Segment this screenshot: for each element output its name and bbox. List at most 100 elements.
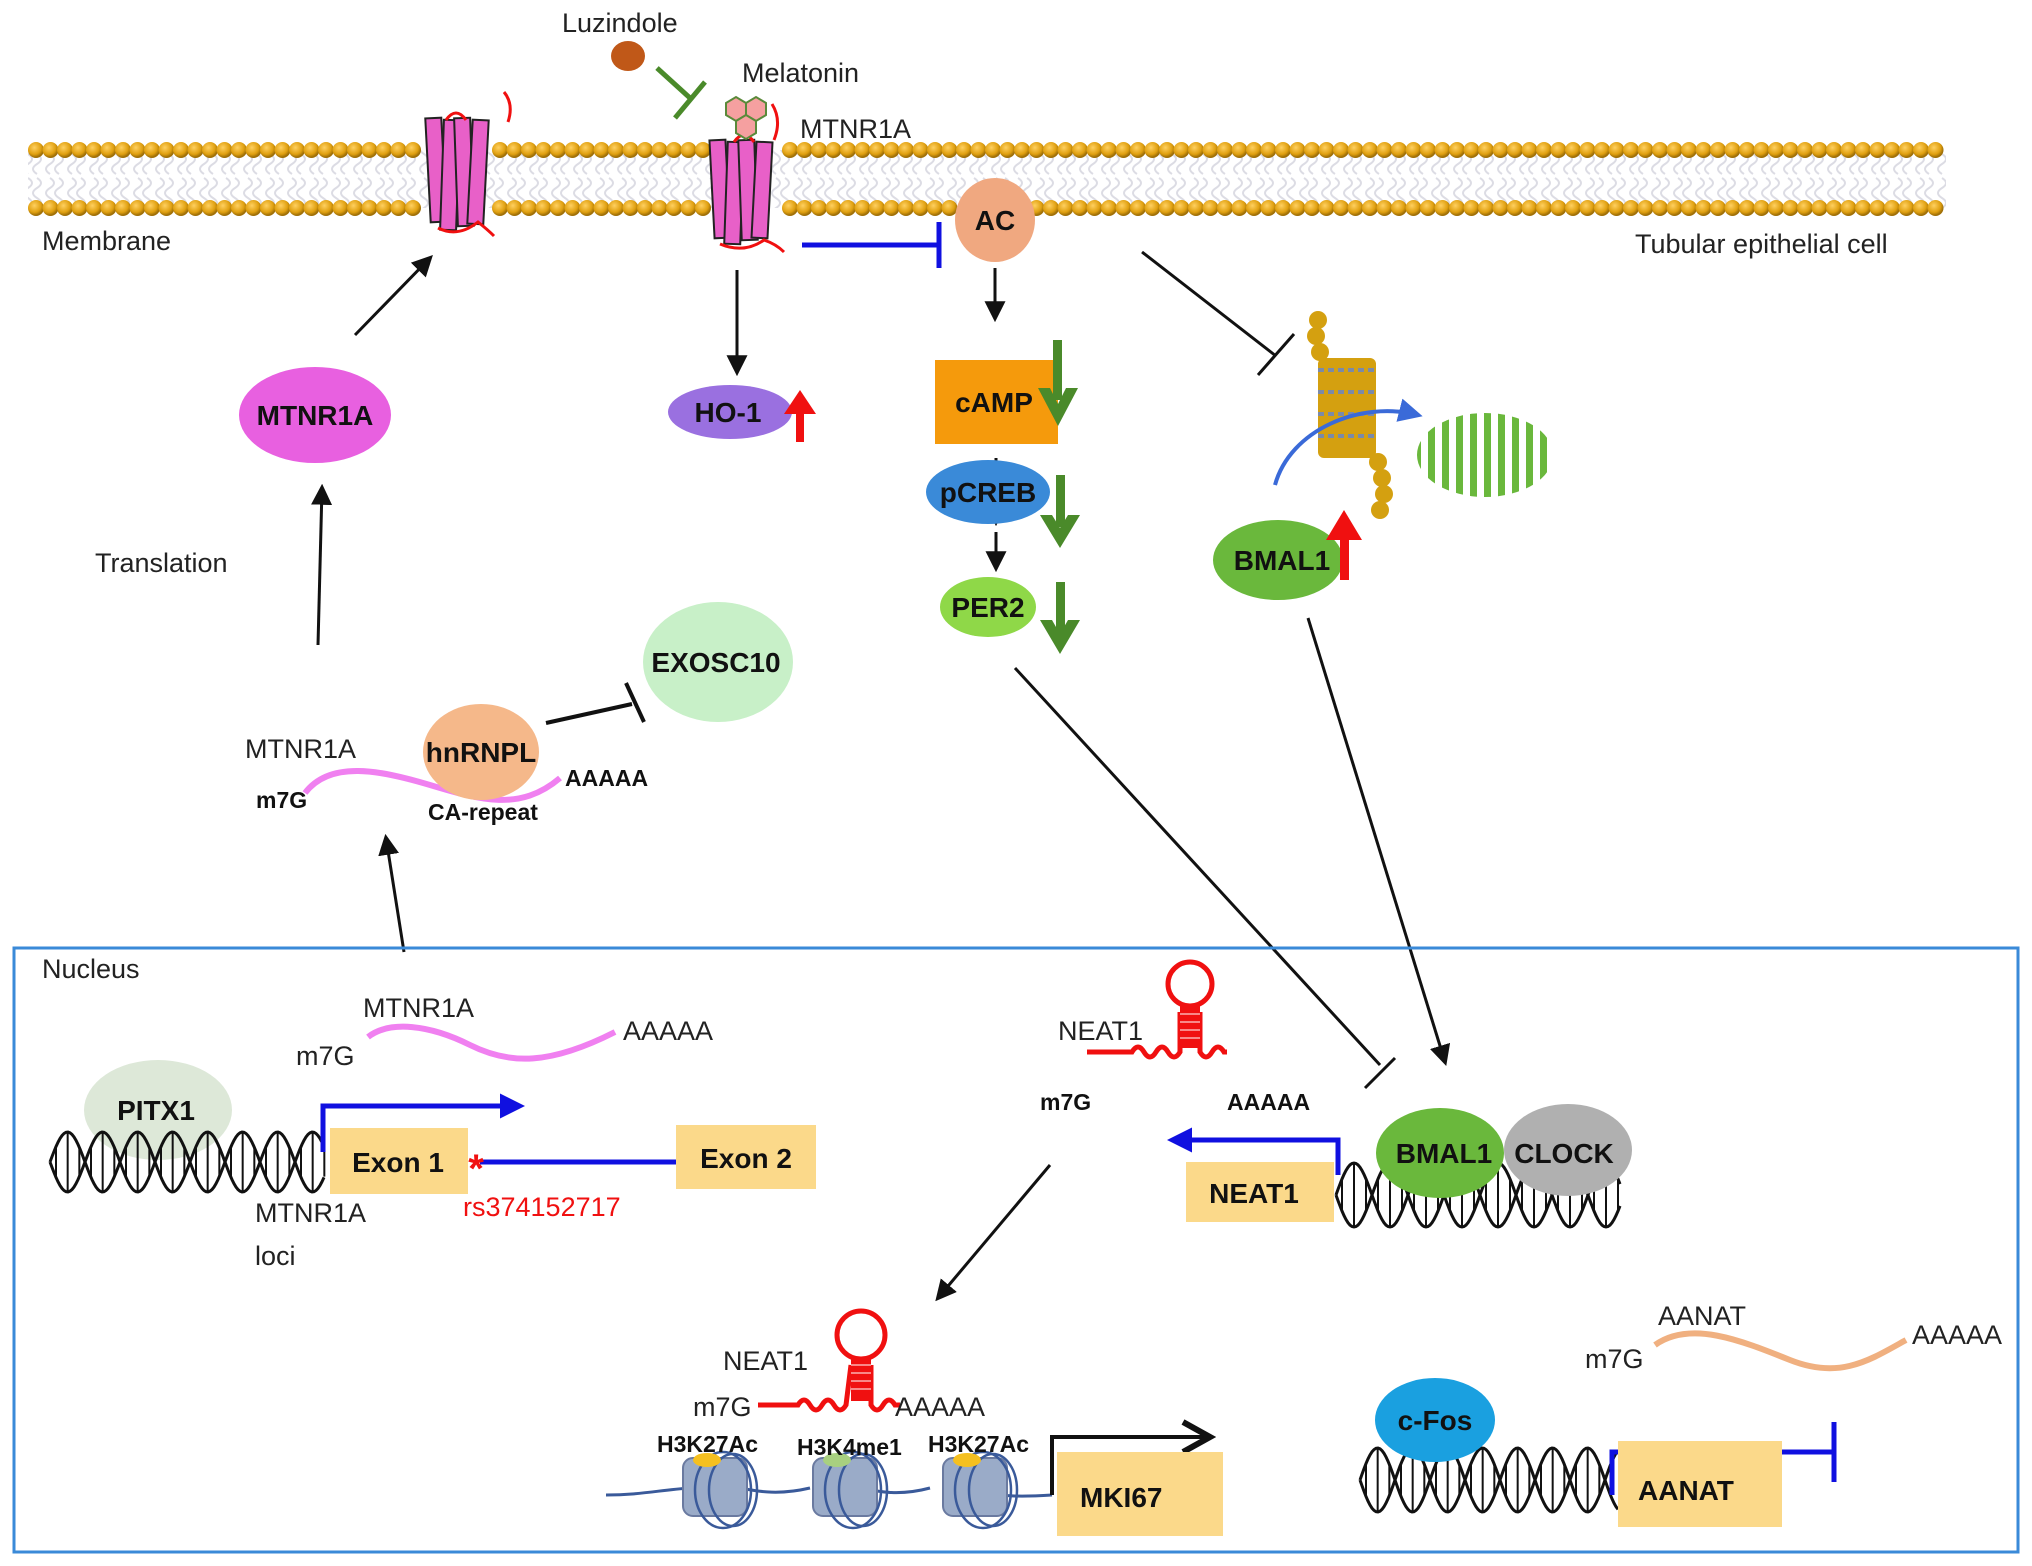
aanat-dna-helix-icon <box>1358 1446 1620 1514</box>
lipid-head <box>1695 142 1712 158</box>
neat1-rna-cap-2: m7G <box>693 1392 752 1422</box>
lipid-head <box>492 200 508 216</box>
lipid-head <box>1449 142 1465 158</box>
lipid-head <box>695 200 711 216</box>
lipid-head <box>1768 142 1784 158</box>
neat1-rna-label-1: NEAT1 <box>1058 1016 1143 1046</box>
lipid-head <box>593 142 610 158</box>
lipid-head <box>1217 142 1233 158</box>
cell-type-label: Tubular epithelial cell <box>1635 229 1888 259</box>
lipid-head <box>115 200 131 216</box>
lipid-head <box>1826 200 1842 216</box>
lipid-head <box>1492 200 1509 216</box>
lipid-head <box>1028 142 1045 158</box>
lipid-head <box>245 142 262 158</box>
lipid-head <box>1913 200 1929 216</box>
pcreb-label: pCREB <box>940 477 1036 508</box>
lipid-head <box>492 142 508 158</box>
lipid-head <box>1884 200 1900 216</box>
lipid-head <box>1666 200 1683 216</box>
lipid-head <box>1289 142 1306 158</box>
lipid-head <box>28 142 44 158</box>
nucleosome-chromatin-icon <box>1307 311 1393 519</box>
pitx1-node <box>84 1060 232 1160</box>
lipid-head <box>1405 200 1422 216</box>
lipid-head <box>579 200 595 216</box>
lipid-head <box>1579 142 1596 158</box>
lipid-head <box>390 200 407 216</box>
lipid-head <box>289 200 305 216</box>
lipid-head <box>1840 200 1857 216</box>
lipid-head <box>622 200 639 216</box>
lipid-head <box>535 142 552 158</box>
lipid-head <box>782 142 798 158</box>
lipid-head <box>695 142 711 158</box>
lipid-head <box>840 142 856 158</box>
lipid-head <box>1855 200 1871 216</box>
neat1-tss-arrow <box>1167 1127 1341 1175</box>
luzindole-inhibits-melatonin <box>655 66 707 120</box>
lipid-head <box>100 200 117 216</box>
lipid-head <box>550 142 566 158</box>
lipid-head <box>1275 200 1291 216</box>
lipid-head <box>303 142 320 158</box>
per2-node <box>940 577 1036 637</box>
aanat-mrna-cap: m7G <box>1585 1344 1644 1374</box>
camp-label: cAMP <box>955 387 1033 418</box>
neat1-rna-cap-1: m7G <box>1040 1089 1091 1115</box>
lipid-head <box>1782 142 1799 158</box>
lipid-head <box>1362 200 1378 216</box>
receptor-label: MTNR1A <box>800 114 911 144</box>
lipid-head <box>1565 200 1581 216</box>
lipid-head <box>144 142 160 158</box>
melatonin-molecule-icon <box>725 95 767 141</box>
lipid-head <box>1753 142 1770 158</box>
neat1-rna-tail-2: AAAAA <box>895 1392 985 1422</box>
lipid-head <box>1115 200 1132 216</box>
lipid-head <box>680 142 697 158</box>
lipid-head <box>1797 200 1813 216</box>
neat1-stemloop-rna-2 <box>758 1308 900 1413</box>
lipid-head <box>1753 200 1770 216</box>
lipid-head <box>666 142 682 158</box>
lipid-head <box>1608 200 1625 216</box>
lipid-head <box>1550 142 1567 158</box>
arrow-bmal1-to-nucleus <box>1306 617 1451 1067</box>
lipid-head <box>1246 200 1262 216</box>
lipid-head <box>1188 200 1204 216</box>
lipid-head <box>680 200 697 216</box>
loci-label-line2: loci <box>255 1241 296 1271</box>
lipid-head <box>1782 200 1799 216</box>
per2-down-arrow-icon <box>1040 582 1080 654</box>
lipid-head <box>1507 200 1523 216</box>
lipid-head <box>1594 142 1610 158</box>
lipid-head <box>1913 142 1929 158</box>
lipid-head <box>1898 142 1915 158</box>
lipid-head <box>782 200 798 216</box>
lipid-head <box>825 142 842 158</box>
lipid-head <box>1173 200 1190 216</box>
receptor-inhibits-ac <box>802 222 942 268</box>
lipid-head <box>1521 142 1538 158</box>
aanat-mrna-tail: AAAAA <box>1912 1320 2002 1350</box>
transcript-striped-icon <box>1417 413 1553 497</box>
lipid-head <box>129 142 146 158</box>
lipid-head <box>970 142 987 158</box>
snp-label: rs374152717 <box>463 1192 621 1222</box>
lipid-head <box>1260 200 1277 216</box>
lipid-head <box>245 200 262 216</box>
mtnr1a-protein-node <box>239 367 391 463</box>
lipid-head <box>956 142 972 158</box>
lipid-head <box>1420 200 1436 216</box>
cell-membrane <box>28 142 1946 216</box>
lipid-head <box>927 142 943 158</box>
lipid-head <box>1724 142 1741 158</box>
hnrnpl-inhibits-exosc10 <box>545 682 646 725</box>
neat1-gene-box <box>1186 1162 1334 1222</box>
lipid-head <box>1637 142 1654 158</box>
lipid-head <box>1072 200 1088 216</box>
exosc10-node <box>643 602 793 722</box>
lipid-head <box>260 200 276 216</box>
lipid-head <box>1304 200 1320 216</box>
lipid-head <box>1333 142 1349 158</box>
